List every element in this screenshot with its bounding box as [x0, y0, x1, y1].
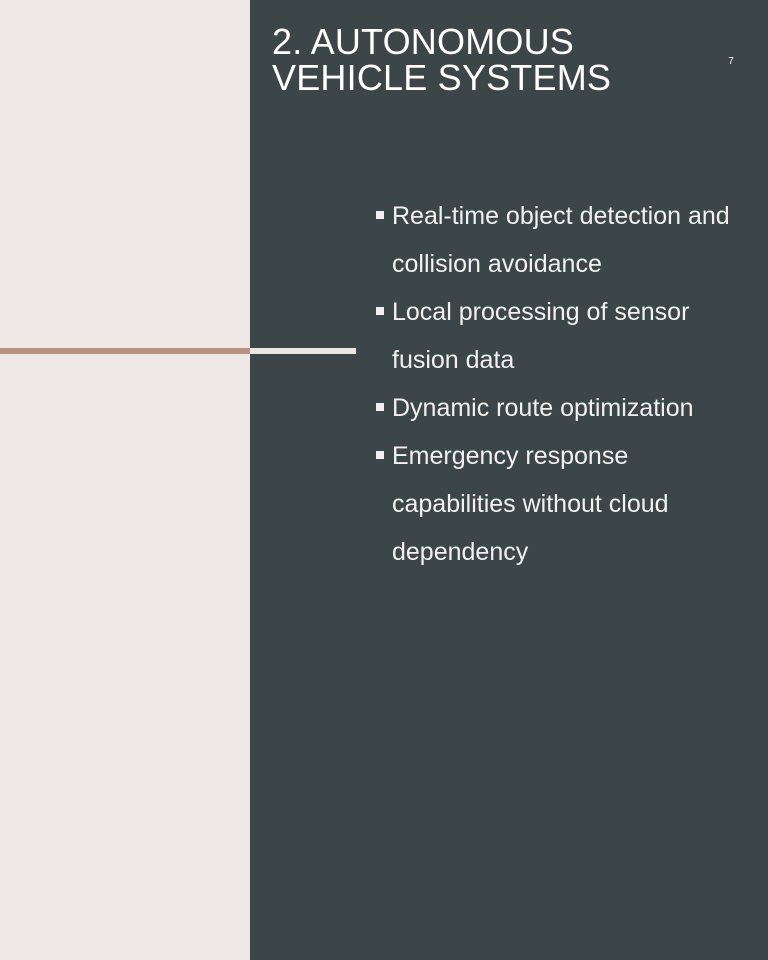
- bullet-item: Dynamic route optimization: [375, 384, 735, 432]
- bullet-text: Emergency response capabilities without …: [392, 442, 669, 566]
- bullet-item: Local processing of sensor fusion data: [375, 288, 735, 384]
- bullet-text: Dynamic route optimization: [392, 394, 694, 422]
- square-bullet-icon: [376, 211, 384, 219]
- slide-title: 2. AUTONOMOUS VEHICLE SYSTEMS: [272, 21, 612, 98]
- accent-divider-left: [0, 348, 250, 354]
- bullet-list: Real-time object detection and collision…: [375, 192, 735, 576]
- bullet-item: Real-time object detection and collision…: [375, 192, 735, 288]
- content-background-panel: [250, 0, 768, 960]
- bullet-text: Local processing of sensor fusion data: [392, 298, 690, 374]
- accent-divider-right: [250, 348, 356, 354]
- bullet-item: Emergency response capabilities without …: [375, 432, 735, 576]
- square-bullet-icon: [376, 403, 384, 411]
- slide-number: 7: [728, 56, 734, 67]
- square-bullet-icon: [376, 307, 384, 315]
- left-background-panel: [0, 0, 250, 960]
- bullet-text: Real-time object detection and collision…: [392, 202, 730, 278]
- square-bullet-icon: [376, 451, 384, 459]
